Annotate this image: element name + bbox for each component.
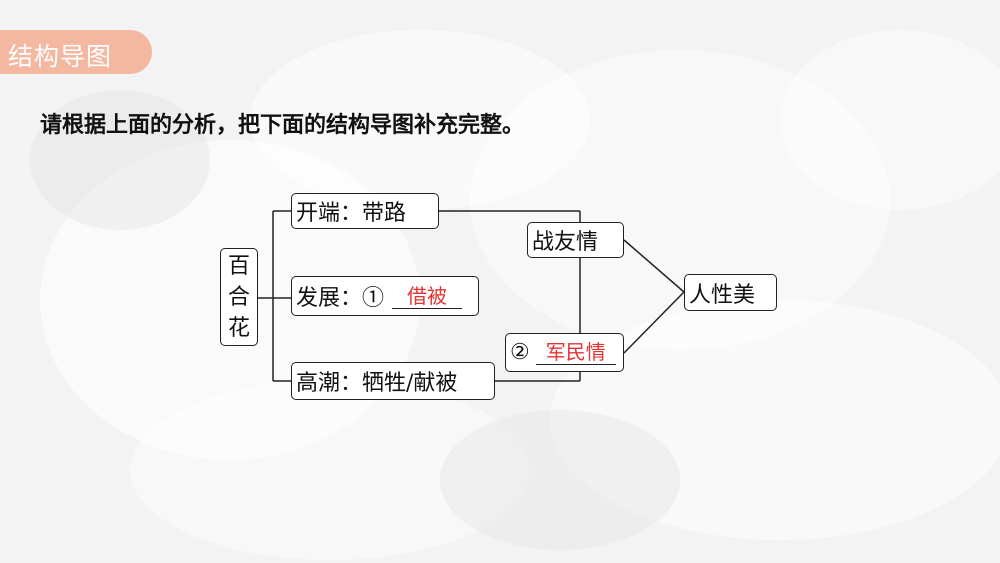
middle-label: ② [510, 340, 530, 365]
branch-development: 发展：① 借被 [291, 276, 479, 316]
section-title: 结构导图 [8, 42, 113, 71]
answer-blank-1: 借被 [392, 284, 463, 309]
section-tag: 结构导图 [0, 30, 152, 74]
root-node-lily: 百 合 花 [220, 248, 258, 346]
root-char: 合 [227, 284, 250, 310]
branch-label: 开端：带路 [296, 201, 407, 226]
final-label: 人性美 [689, 282, 756, 308]
instruction-text: 请根据上面的分析，把下面的结构导图补充完整。 [40, 113, 525, 138]
root-char: 百 [227, 253, 250, 279]
answer-blank-2: 军民情 [535, 340, 616, 365]
branch-beginning: 开端：带路 [291, 193, 439, 229]
middle-label: 战友情 [532, 230, 599, 255]
branch-label: 高潮：牺牲/献被 [296, 371, 458, 396]
middle-military-civilian: ② 军民情 [505, 333, 624, 372]
middle-comradeship: 战友情 [527, 222, 624, 258]
branch-label: 发展：① [296, 286, 385, 311]
root-char: 花 [227, 315, 250, 341]
branch-climax: 高潮：牺牲/献被 [291, 362, 495, 400]
final-humanity: 人性美 [684, 274, 777, 311]
